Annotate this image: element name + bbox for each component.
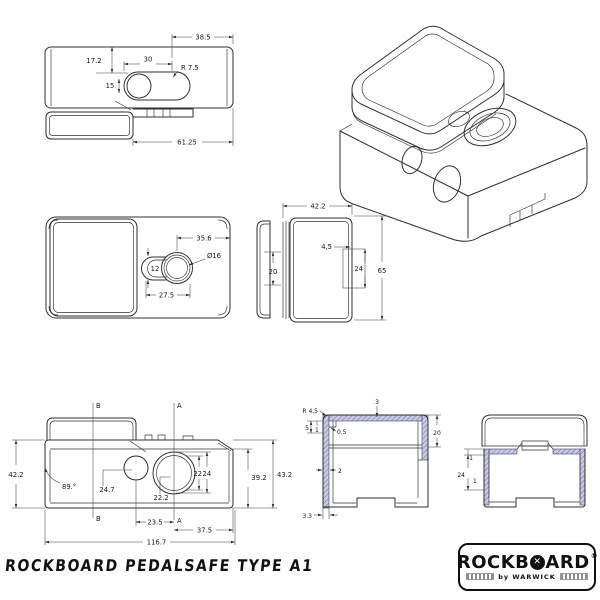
dim-1-seca: 1 <box>315 427 319 434</box>
logo-text-right: ARD <box>545 551 590 573</box>
dim-r4-5: R 4,5 <box>302 408 318 415</box>
dim-3-3: 3.3 <box>302 513 312 520</box>
dim-24-side: 24 <box>354 265 363 273</box>
dim-30: 30 <box>144 56 153 64</box>
section-b-view: 1 24 1 <box>457 414 588 508</box>
dim-37-5: 37.5 <box>197 527 212 535</box>
dim-2: 2 <box>338 468 342 475</box>
dim-38-5: 38.5 <box>195 34 210 42</box>
dim-3: 3 <box>375 399 379 406</box>
dim-35-6: 35.6 <box>196 235 211 243</box>
dim-43-2: 43.2 <box>277 471 292 479</box>
dim-1-bottom: 1 <box>473 478 477 485</box>
dim-61-25: 61.25 <box>177 139 196 147</box>
dim-17-2: 17.2 <box>86 57 101 65</box>
dim-r7-5: R 7.5 <box>181 64 199 72</box>
dim-12: 12 <box>151 265 160 273</box>
logo-right-bar <box>559 573 588 580</box>
dim-42-2-front: 42.2 <box>8 471 23 479</box>
logo-left-bar <box>466 573 495 580</box>
section-label-b-bottom: B <box>96 515 101 523</box>
plan-view: 35.6 Ø16 12 27.5 <box>45 216 231 319</box>
dim-0-5: 0.5 <box>337 429 347 436</box>
section-label-b-top: B <box>96 402 101 410</box>
logo-byline-row: by WARWICK <box>466 572 588 581</box>
logo-text-left: ROCKB <box>456 551 530 573</box>
dim-20-side: 20 <box>269 268 278 276</box>
rockboard-o-icon: ✕ <box>529 555 545 570</box>
dim-89deg: 89.° <box>62 483 76 491</box>
dim-22: 22 <box>193 470 202 478</box>
dim-24-7: 24.7 <box>99 486 114 494</box>
dim-24: 24 <box>203 470 212 478</box>
registered-mark: ® <box>590 552 599 560</box>
logo-wordmark: ROCKB✕ARD® <box>456 551 599 573</box>
isometric-view <box>339 25 588 242</box>
section-a-view: R 4,5 3 5 1 0.5 20 2 3.3 <box>302 399 441 520</box>
front-elevation-view: A A B B 42.2 89.° 24.7 22.2 22 24 39.2 4… <box>8 402 292 547</box>
dim-39-2: 39.2 <box>251 474 266 482</box>
dim-dia16: Ø16 <box>207 252 221 260</box>
dim-27-5: 27.5 <box>159 292 174 300</box>
logo-byline: by WARWICK <box>498 572 556 581</box>
product-title: ROCKBOARD PEDALSAFE TYPE A1 <box>4 557 315 576</box>
dim-20-seca: 20 <box>433 430 441 437</box>
dim-4-5: 4,5 <box>321 243 332 251</box>
dim-22-2: 22.2 <box>153 494 168 502</box>
section-label-a-bottom: A <box>177 517 182 525</box>
dim-116-7: 116.7 <box>147 539 166 547</box>
rockboard-logo: ROCKB✕ARD® by WARWICK <box>456 543 599 591</box>
dim-65: 65 <box>378 267 387 275</box>
dim-15: 15 <box>106 82 115 90</box>
side-view: 42.2 4,5 20 24 65 <box>256 203 387 323</box>
top-view: 38.5 17.2 30 R 7.5 15 61.25 <box>44 34 234 147</box>
dim-1-top: 1 <box>469 455 473 462</box>
dim-24-secb: 24 <box>457 472 465 479</box>
dim-23-5: 23.5 <box>147 519 162 527</box>
section-label-a-top: A <box>177 402 182 410</box>
dim-42-2-side: 42.2 <box>310 203 325 211</box>
dim-5: 5 <box>305 425 309 432</box>
